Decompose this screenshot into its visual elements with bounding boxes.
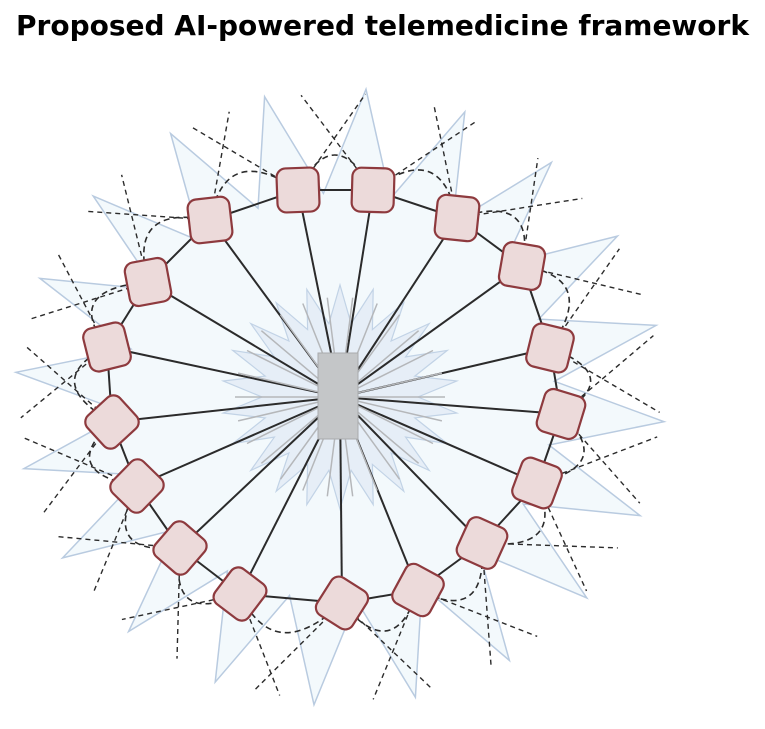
spoke-line (147, 281, 341, 398)
dashed-arc (549, 347, 592, 415)
page-title: Proposed AI-powered telemedicine framewo… (16, 9, 749, 42)
network-node (535, 387, 587, 441)
network-node (84, 394, 140, 450)
network-node (186, 195, 234, 245)
spoke-line (111, 396, 341, 423)
central-hub-group (317, 352, 359, 440)
network-node (525, 322, 575, 374)
network-node (391, 562, 445, 618)
spoke-line (136, 396, 341, 487)
network-node (152, 520, 208, 576)
network-node (275, 166, 321, 214)
network-node (123, 256, 173, 308)
network-node (350, 166, 396, 214)
network-node (212, 566, 268, 622)
network-node (455, 516, 509, 570)
network-node (109, 458, 165, 514)
network-node (433, 193, 481, 243)
central-hub (317, 352, 359, 440)
network-node (82, 321, 132, 373)
spoke-line (179, 396, 341, 549)
spoke-line (339, 265, 523, 398)
dashed-arc (88, 421, 138, 487)
spoke-line (339, 217, 458, 398)
spoke-line (339, 396, 538, 484)
network-node (511, 456, 563, 510)
network-node (314, 575, 370, 631)
network-node (497, 241, 547, 291)
spoke-line (339, 396, 483, 544)
node-group (82, 166, 587, 631)
spoke-line (339, 396, 562, 415)
spoke-line (106, 346, 341, 398)
